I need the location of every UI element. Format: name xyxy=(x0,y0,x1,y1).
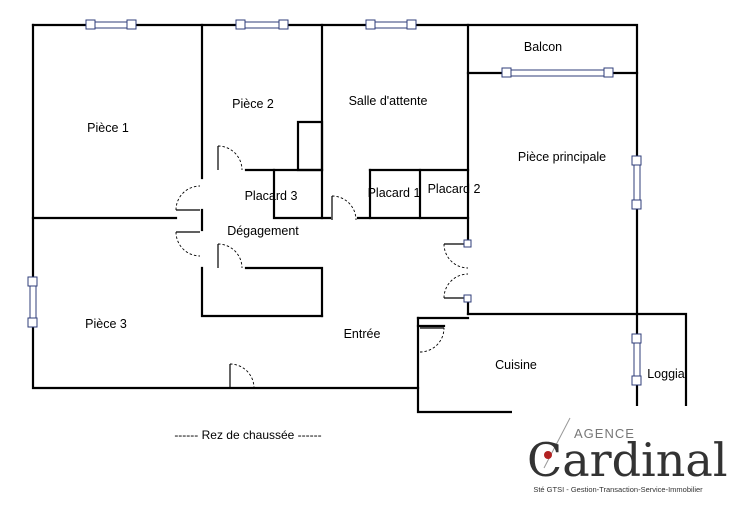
windows xyxy=(27,19,642,386)
room-label-piece3: Pièce 3 xyxy=(85,317,127,331)
room-label-cuisine: Cuisine xyxy=(495,358,537,372)
room-label-placard3: Placard 3 xyxy=(245,189,298,203)
room-label-placard2: Placard 2 xyxy=(428,182,481,196)
walls xyxy=(31,23,688,414)
logo-tagline-text: Sté GTSI - Gestion-Transaction-Service-I… xyxy=(533,485,703,494)
room-label-piece2: Pièce 2 xyxy=(232,97,274,111)
agency-logo: AGENCE Cardinal Sté GTSI - Gestion-Trans… xyxy=(512,406,744,520)
room-labels: Pièce 1 Pièce 2 Salle d'attente Balcon P… xyxy=(85,40,685,381)
logo-name-text: Cardinal xyxy=(527,433,728,487)
room-label-salle-attente: Salle d'attente xyxy=(349,94,428,108)
logo-agence-text: AGENCE xyxy=(574,426,635,441)
room-label-entree: Entrée xyxy=(344,327,381,341)
room-label-balcon: Balcon xyxy=(524,40,562,54)
room-label-placard1: Placard 1 xyxy=(368,186,421,200)
logo-dot xyxy=(544,451,552,459)
room-label-piece-principale: Pièce principale xyxy=(518,150,606,164)
room-label-loggia: Loggia xyxy=(647,367,685,381)
room-label-degagement: Dégagement xyxy=(227,224,299,238)
room-label-piece1: Pièce 1 xyxy=(87,121,129,135)
level-caption: ------ Rez de chaussée ------ xyxy=(174,428,321,442)
